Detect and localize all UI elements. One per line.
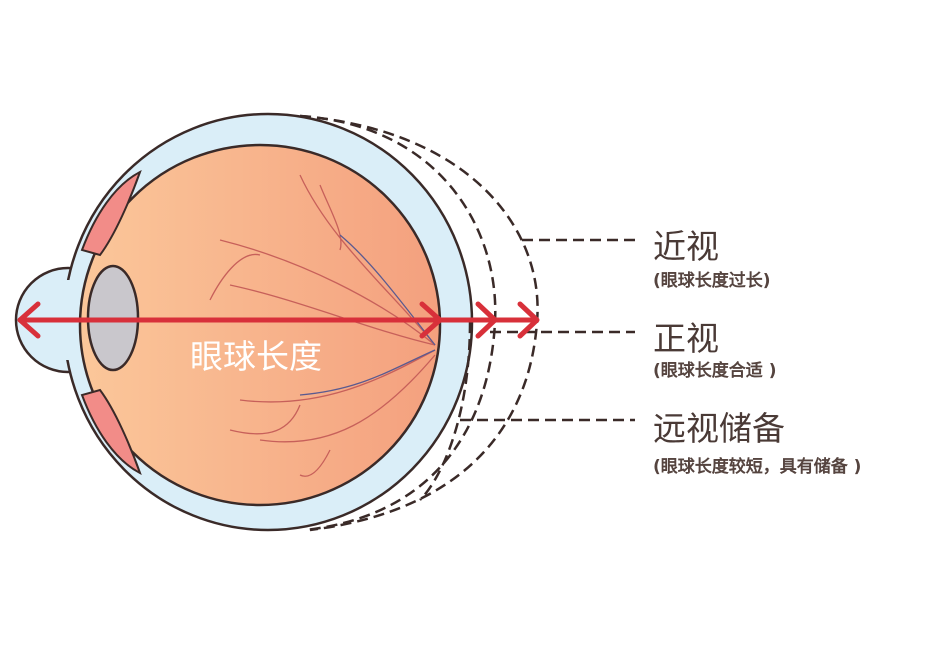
hyperopia-arc — [419, 321, 472, 501]
myopia-subtitle: (眼球长度过长) — [653, 271, 771, 291]
hyperopia-reserve-title: 远视储备 — [653, 409, 785, 448]
ciliary-body-bottom — [80, 388, 142, 476]
emmetropia-subtitle: (眼球长度合适 ) — [653, 361, 777, 381]
eyeball — [78, 143, 442, 507]
hyperopia-reserve-subtitle: (眼球长度较短，具有储备 ) — [653, 457, 862, 477]
blood-vessels — [209, 174, 436, 477]
eyeball-length-label: 眼球长度 — [190, 337, 322, 376]
emmetropia-title: 正视 — [653, 319, 719, 358]
eyeball-length-arrow — [17, 301, 540, 339]
ciliary-body-top — [80, 169, 142, 257]
myopia-title: 近视 — [653, 227, 719, 266]
